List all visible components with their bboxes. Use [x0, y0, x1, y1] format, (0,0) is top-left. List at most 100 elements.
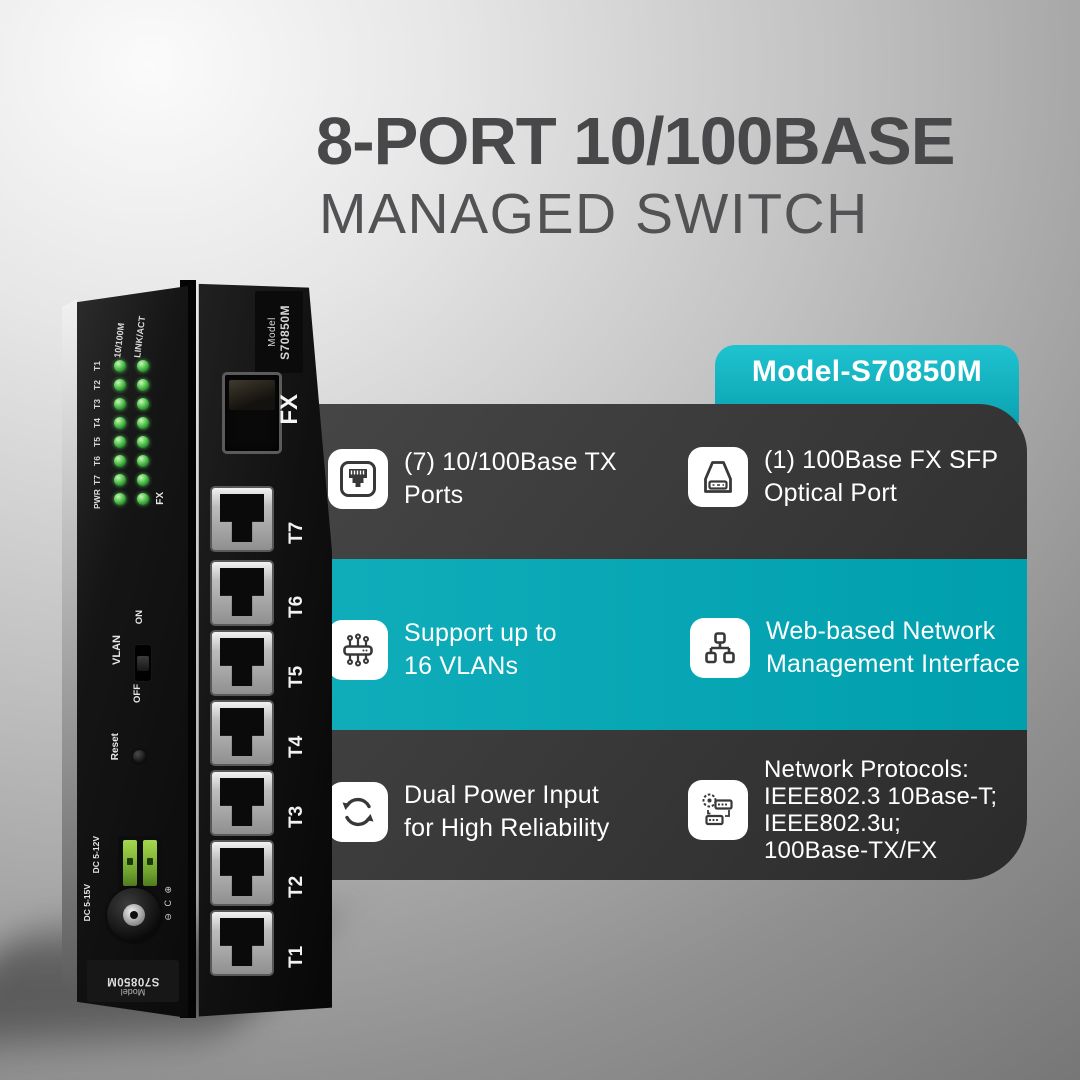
- vlan-toggle-knob: [137, 656, 149, 671]
- feature-text: Network Protocols:: [764, 756, 969, 783]
- led-row: T2: [89, 379, 149, 391]
- protocols-icon: [688, 780, 748, 840]
- sfp-fx-label: FX: [276, 394, 303, 425]
- jack-pin: [130, 911, 138, 919]
- sticker-text: Model: [266, 317, 278, 347]
- vlan-label: VLAN: [111, 635, 123, 665]
- led-row: T4: [89, 417, 149, 429]
- led-column-header: 10/100M: [112, 322, 127, 359]
- feature-text: 100Base-TX/FX: [764, 837, 938, 864]
- rj45-port: [210, 560, 274, 626]
- rj45-opening: [220, 918, 264, 966]
- sfp-cage: [222, 372, 282, 454]
- led-10-100m: [114, 455, 126, 467]
- led-10-100m: [114, 360, 126, 372]
- sfp-slot: [229, 380, 275, 410]
- led-link-act: [137, 360, 149, 372]
- network-topology-icon: [690, 618, 750, 678]
- sticker-text: S70850M: [106, 975, 160, 987]
- led-link-act: [137, 379, 149, 391]
- dc-barrel-jack: [107, 888, 161, 942]
- led-10-100m: [114, 379, 126, 391]
- led-row-label: T6: [92, 456, 102, 466]
- page-title: 8-PORT 10/100BASE: [316, 104, 955, 179]
- port-label: T3: [286, 805, 307, 828]
- led-10-100m: [114, 436, 126, 448]
- led-column-header: LINK/ACT: [132, 315, 148, 359]
- front-model-sticker: Model S70850M: [255, 291, 303, 373]
- led-row-label: PWR: [92, 489, 102, 509]
- feature-vlans: Support up to 16 VLANs: [328, 614, 678, 686]
- feature-text: IEEE802.3u;: [764, 810, 901, 837]
- port-label: T2: [286, 875, 307, 898]
- led-row: PWR: [89, 489, 149, 509]
- led-link-act: [137, 493, 149, 505]
- vlan-off-label: OFF: [132, 684, 143, 703]
- led-row: T3: [89, 398, 149, 410]
- led-10-100m: [114, 417, 126, 429]
- page-subtitle: MANAGED SWITCH: [319, 182, 869, 246]
- led-10-100m: [114, 474, 126, 486]
- led-link-act: [137, 436, 149, 448]
- sticker-text: S70850M: [277, 304, 292, 360]
- feature-text: IEEE802.3 10Base-T;: [764, 783, 998, 810]
- rj45-port: [210, 630, 274, 696]
- vlan-on-label: ON: [134, 610, 145, 625]
- led-link-act: [137, 417, 149, 429]
- led-row: T7: [89, 474, 149, 486]
- rj45-opening: [220, 708, 264, 756]
- led-row: T5: [89, 436, 149, 448]
- sticker-text: Model: [120, 987, 146, 997]
- dc-terminal-label: DC 5-12V: [91, 836, 101, 874]
- rj45-port: [210, 700, 274, 766]
- led-link-act: [137, 455, 149, 467]
- led-10-100m: [114, 493, 126, 505]
- feature-tx-ports: (7) 10/100Base TX Ports: [328, 446, 678, 512]
- reset-button: [133, 750, 146, 763]
- port-label: T7: [286, 521, 307, 544]
- dc-jack-label: DC 5-15V: [82, 884, 92, 922]
- switch-front-panel: Model S70850M FX T7 T6 T5 T4 T3 T2 T1: [198, 283, 332, 1017]
- led-row: T1: [89, 360, 149, 372]
- fx-led-label: FX: [155, 492, 166, 505]
- polarity-symbol: ⊖ C ⊕: [163, 884, 173, 921]
- terminal-pin: [123, 840, 137, 886]
- feature-text: (1) 100Base FX SFP: [764, 446, 999, 474]
- led-row-label: T4: [92, 418, 102, 428]
- feature-text: Dual Power Input: [404, 781, 599, 809]
- port-label: T6: [286, 595, 307, 618]
- feature-text: 16 VLANs: [404, 652, 519, 680]
- feature-dual-power: Dual Power Input for High Reliability: [328, 776, 678, 848]
- vlan-toggle: [135, 645, 151, 681]
- rj45-opening: [220, 568, 264, 616]
- rj45-opening: [220, 638, 264, 686]
- jack-ring: [123, 904, 145, 926]
- bottom-model-sticker: Model S70850M: [87, 960, 179, 1002]
- led-row-label: T5: [92, 437, 102, 447]
- rj45-port: [210, 770, 274, 836]
- port-label: T5: [286, 665, 307, 688]
- dual-power-icon: [328, 782, 388, 842]
- ethernet-port-icon: [328, 449, 388, 509]
- feature-text: Web-based Network: [766, 617, 996, 645]
- switch-photo: 10/100M LINK/ACT T1 T2 T3 T4 T5 T6 T7 PW…: [62, 272, 332, 1020]
- led-row-label: T2: [92, 380, 102, 390]
- dc-terminal-block: [118, 836, 162, 890]
- device-back-edge: [62, 298, 77, 996]
- feature-web-management: Web-based Network Management Interface: [690, 612, 1030, 684]
- feature-text: Optical Port: [764, 479, 898, 507]
- led-block: T1 T2 T3 T4 T5 T6 T7 PWR: [89, 360, 149, 509]
- rj45-port: [210, 910, 274, 976]
- led-10-100m: [114, 398, 126, 410]
- rj45-port: [210, 840, 274, 906]
- switch-side-panel: 10/100M LINK/ACT T1 T2 T3 T4 T5 T6 T7 PW…: [77, 286, 188, 1018]
- vlan-icon: [328, 620, 388, 680]
- feature-protocols: Network Protocols: IEEE802.3 10Base-T; I…: [688, 750, 1028, 870]
- led-row: T6: [89, 455, 149, 467]
- sfp-module-icon: [688, 447, 748, 507]
- led-row-label: T7: [92, 475, 102, 485]
- led-row-label: T3: [92, 399, 102, 409]
- rj45-opening: [220, 848, 264, 896]
- teal-band: [296, 559, 1027, 730]
